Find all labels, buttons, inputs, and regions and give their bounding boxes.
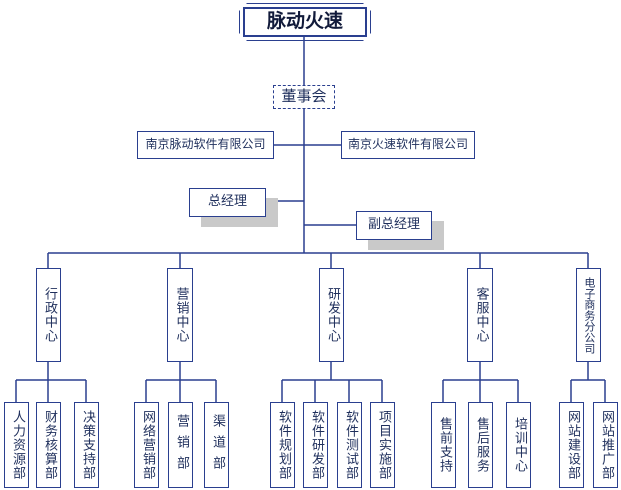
department-label: 营销部 [173,413,189,477]
department-box: 渠道部 [204,402,229,488]
center-box: 行政中心 [36,268,61,362]
department-label: 软件规划部 [275,410,291,480]
department-label: 软件研发部 [308,410,324,480]
department-label: 软件测试部 [342,410,358,480]
department-box: 软件规划部 [270,402,295,488]
department-box: 项目实施部 [370,402,395,488]
department-label: 培训中心 [511,417,527,473]
department-label: 网络营销部 [139,410,155,480]
department-box: 售后服务 [468,402,493,488]
department-label: 人力资源部 [9,410,25,480]
center-label: 研发中心 [324,287,340,343]
company-right-box: 南京火速软件有限公司 [341,131,475,159]
department-label: 网站推广部 [598,410,614,480]
department-label: 项目实施部 [375,410,391,480]
center-box: 客服中心 [467,268,493,362]
department-box: 网站推广部 [593,402,618,488]
center-box: 电子商务分公司 [576,268,601,362]
department-box: 软件测试部 [337,402,362,488]
company-left-label: 南京脉动软件有限公司 [145,137,266,152]
deputy-gm-box: 副总经理 [356,211,432,240]
department-box: 售前支持 [431,402,456,488]
department-label: 网站建设部 [564,410,580,480]
center-label: 电子商务分公司 [582,276,596,354]
center-label: 营销中心 [173,287,189,343]
center-label: 客服中心 [473,287,489,343]
center-label: 行政中心 [41,287,57,343]
department-label: 售后服务 [473,417,489,473]
department-box: 软件研发部 [303,402,328,488]
department-box: 网站建设部 [559,402,584,488]
deputy-gm-label: 副总经理 [367,217,420,233]
department-box: 营销部 [168,402,193,488]
department-box: 财务核算部 [36,402,61,488]
department-box: 决策支持部 [74,402,99,488]
company-left-box: 南京脉动软件有限公司 [137,131,274,159]
department-box: 网络营销部 [134,402,159,488]
board-box: 董事会 [273,85,335,109]
title-box: 脉动火速 [243,7,367,37]
gm-label: 总经理 [207,194,247,210]
department-box: 人力资源部 [4,402,29,488]
department-label: 售前支持 [436,417,452,473]
company-right-label: 南京火速软件有限公司 [347,137,468,152]
department-label: 财务核算部 [41,410,57,480]
center-box: 研发中心 [319,268,344,362]
gm-box: 总经理 [189,188,266,217]
department-box: 培训中心 [506,402,531,488]
center-box: 营销中心 [167,268,193,362]
title-label: 脉动火速 [266,10,343,33]
board-label: 董事会 [281,87,327,106]
department-label: 渠道部 [209,413,225,477]
department-label: 决策支持部 [79,410,95,480]
